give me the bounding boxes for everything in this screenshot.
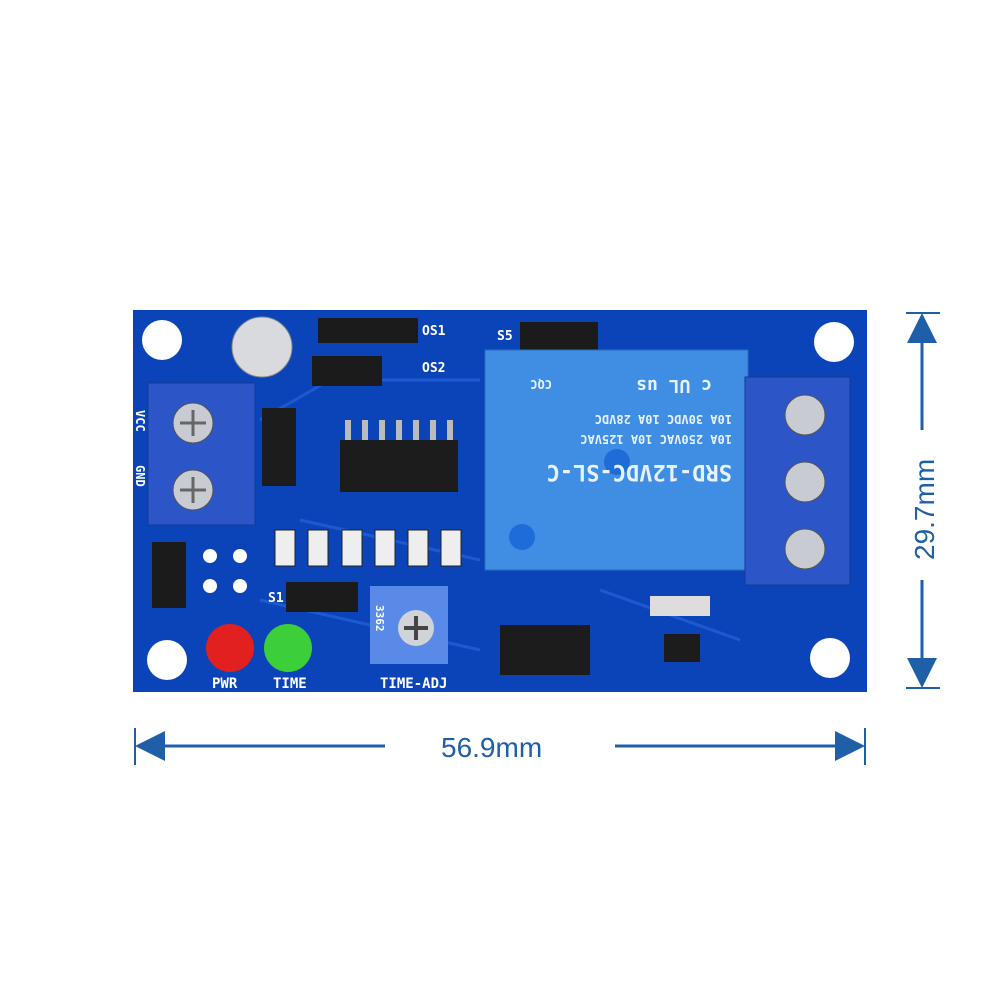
jumper-os1 <box>318 318 418 343</box>
pcb-detail <box>203 579 217 593</box>
pcb-detail <box>784 461 826 503</box>
height-label: 29.7mm <box>909 459 940 560</box>
relay-model: SRD-12VDC-SL-C <box>547 459 732 484</box>
s5-label: S5 <box>497 329 513 344</box>
pcb-detail <box>810 638 850 678</box>
gnd-label: GND <box>133 465 147 487</box>
cqc-mark: CQC <box>530 377 552 391</box>
pcb-detail <box>413 420 419 440</box>
relay-output-terminal-block <box>744 376 851 586</box>
pcb-detail <box>345 420 351 440</box>
relay: SRD-12VDC-SL-C 10A 250VAC 10A 125VAC 10A… <box>484 349 749 571</box>
pcb-detail <box>341 529 363 567</box>
pcb-detail <box>203 549 217 563</box>
header-pins <box>152 542 186 608</box>
height-dimension: 29.7mm <box>906 312 940 689</box>
pcb-detail <box>604 449 630 475</box>
pcb-detail <box>345 420 453 440</box>
pwr-label: PWR <box>212 676 238 692</box>
pcb-detail <box>379 420 385 440</box>
capacitor <box>231 316 293 378</box>
pcb-detail <box>509 524 535 550</box>
os1-label: OS1 <box>422 324 446 339</box>
ic-chip <box>340 440 458 492</box>
width-label: 56.9mm <box>441 732 542 763</box>
pcb-detail <box>307 529 329 567</box>
vcc-label: VCC <box>133 410 147 432</box>
time-adj-label: TIME-ADJ <box>380 676 447 692</box>
pcb-detail <box>362 420 368 440</box>
pcb-detail <box>147 640 187 680</box>
pcb-detail <box>430 420 436 440</box>
transistor <box>664 634 700 662</box>
pcb-detail <box>784 394 826 436</box>
width-dimension: 56.9mm <box>134 728 866 765</box>
s1-label: S1 <box>268 591 284 606</box>
mounting-hole <box>142 320 854 680</box>
power-led <box>206 624 254 672</box>
pcb-detail <box>274 529 462 567</box>
pcb-detail <box>447 420 453 440</box>
pcb-detail <box>407 529 429 567</box>
pcb-detail <box>814 322 854 362</box>
relay-rating-line1: 10A 250VAC 10A 125VAC <box>580 432 732 446</box>
jumper-s1 <box>286 582 358 612</box>
power-terminal-block <box>147 382 256 526</box>
pcb-detail <box>180 477 206 503</box>
pcb-detail <box>233 549 247 563</box>
pcb-detail <box>784 528 826 570</box>
diode <box>262 408 296 486</box>
pot-code: 3362 <box>373 605 386 632</box>
pcb-detail <box>396 420 402 440</box>
small-diode <box>650 596 710 616</box>
optocoupler <box>500 625 590 675</box>
pcb-detail <box>404 616 428 640</box>
pcb-detail <box>180 410 206 436</box>
jumper-os2 <box>312 356 382 386</box>
pcb-detail <box>374 529 396 567</box>
pcb-detail <box>440 529 462 567</box>
pcb-detail <box>203 549 247 593</box>
pcb-detail <box>233 579 247 593</box>
time-led <box>264 624 312 672</box>
time-label: TIME <box>273 676 307 692</box>
os2-label: OS2 <box>422 361 445 376</box>
pcb-detail <box>274 529 296 567</box>
ul-mark: c UL us <box>636 375 712 396</box>
pcb-detail: SRD-12VDC-SL-C 10A 250VAC 10A 125VAC 10A… <box>530 375 732 484</box>
pcb-detail <box>142 320 182 360</box>
relay-rating-line2: 10A 30VDC 10A 28VDC <box>595 412 732 426</box>
